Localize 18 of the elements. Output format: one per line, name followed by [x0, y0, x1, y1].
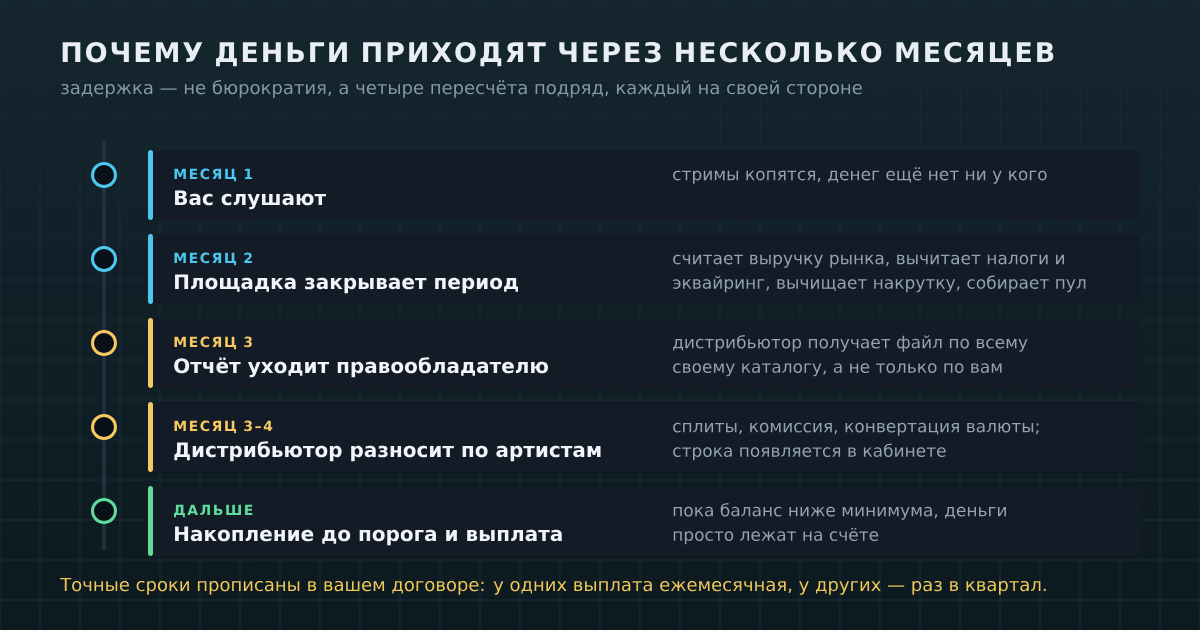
step-description: дистрибьютор получает файл по всему своему каталогу, а не только по вам [673, 335, 1028, 377]
month-label: МЕСЯЦ 3 [174, 336, 252, 350]
step-title: Дистрибьютор разносит по артистам [174, 441, 601, 462]
month-label: МЕСЯЦ 3–4 [174, 420, 273, 434]
footnote: Точные сроки прописаны в вашем договоре: у одних выплата ежемесячная, у других — раз в квартал. [60, 577, 1046, 595]
step-title: Отчёт уходит правообладателю [174, 357, 548, 378]
month-label: МЕСЯЦ 2 [174, 252, 252, 266]
step-description: стримы копятся, денег ещё нет ни у кого [673, 167, 1047, 184]
step-description: сплиты, комиссия, конвертация валюты; строка появляется в кабинете [673, 422, 1039, 461]
step-title: Накопление до порога и выплата [175, 526, 562, 546]
month-label: МЕСЯЦ 1 [174, 168, 253, 182]
step-description: пока баланс ниже минимума, деньги просто лежат на счёте [673, 503, 1006, 545]
subtitle: задержка — не бюрократия, а четыре пересчёта подряд, каждый на своей стороне [61, 80, 862, 98]
step-title: Площадка закрывает период [175, 274, 518, 294]
title: ПОЧЕМУ ДЕНЬГИ ПРИХОДЯТ ЧЕРЕЗ НЕСКОЛЬКО МЕСЯЦЕВ [62, 41, 1054, 67]
month-label: ДАЛЬШЕ [174, 504, 253, 518]
step-description: считает выручку рынка, вычитает налоги и эквайринг, вычищает накрутку, собирает пул [673, 254, 1086, 293]
step-title: Вас слушают [175, 190, 326, 210]
